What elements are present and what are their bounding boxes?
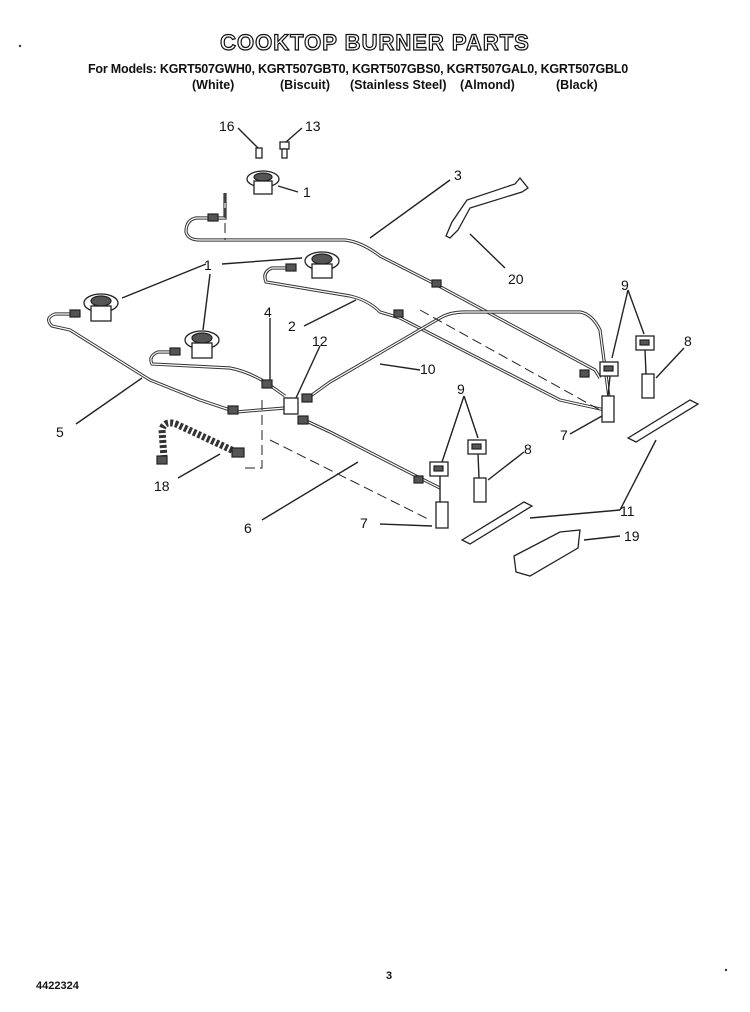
valve-set-front [429, 439, 534, 545]
callout-7-front: 7 [360, 515, 368, 531]
callout-8-right: 8 [684, 333, 692, 349]
part-13-spark-electrode [279, 141, 290, 159]
callout-10: 10 [420, 361, 436, 377]
burner-top [246, 170, 280, 195]
callout-12: 12 [312, 333, 328, 349]
leader-lines [75, 127, 685, 541]
callout-7-right: 7 [560, 427, 568, 443]
color-black: (Black) [556, 78, 598, 92]
callout-19: 19 [624, 528, 640, 544]
model-list: For Models: KGRT507GWH0, KGRT507GBT0, KG… [88, 62, 628, 76]
burner-left [83, 293, 119, 322]
part-19-heat-shield [513, 529, 581, 577]
color-stainless: (Stainless Steel) [350, 78, 447, 92]
color-white: (White) [192, 78, 235, 92]
callout-3: 3 [454, 167, 462, 183]
callout-2: 2 [288, 318, 296, 334]
callouts: 16 13 1 3 20 1 9 8 4 2 12 10 5 7 9 8 18 … [56, 118, 692, 544]
callout-5: 5 [56, 424, 64, 440]
part-18-gas-hose [156, 419, 245, 465]
gas-tubes [47, 193, 612, 521]
callout-20: 20 [508, 271, 524, 287]
document-code: 4422324 [36, 980, 79, 992]
page-title: COOKTOP BURNER PARTS [220, 29, 530, 55]
burner-rear-right [304, 251, 340, 279]
callout-1-multi: 1 [204, 257, 212, 273]
callout-8-front: 8 [524, 441, 532, 457]
fittings [69, 213, 590, 484]
callout-9-front: 9 [457, 381, 465, 397]
color-almond: (Almond) [460, 78, 515, 92]
callout-1-top: 1 [303, 184, 311, 200]
burner-front-left [184, 330, 220, 359]
callout-13: 13 [305, 118, 321, 134]
valve-set-right [599, 335, 700, 443]
part-16-orifice [255, 147, 263, 159]
callout-6: 6 [244, 520, 252, 536]
callout-4: 4 [264, 304, 272, 320]
callout-9-right: 9 [621, 277, 629, 293]
color-biscuit: (Biscuit) [280, 78, 330, 92]
page-number: 3 [386, 970, 393, 982]
callout-16: 16 [219, 118, 235, 134]
part-20-bracket [445, 176, 529, 239]
callout-11: 11 [620, 503, 635, 519]
callout-18: 18 [154, 478, 170, 494]
